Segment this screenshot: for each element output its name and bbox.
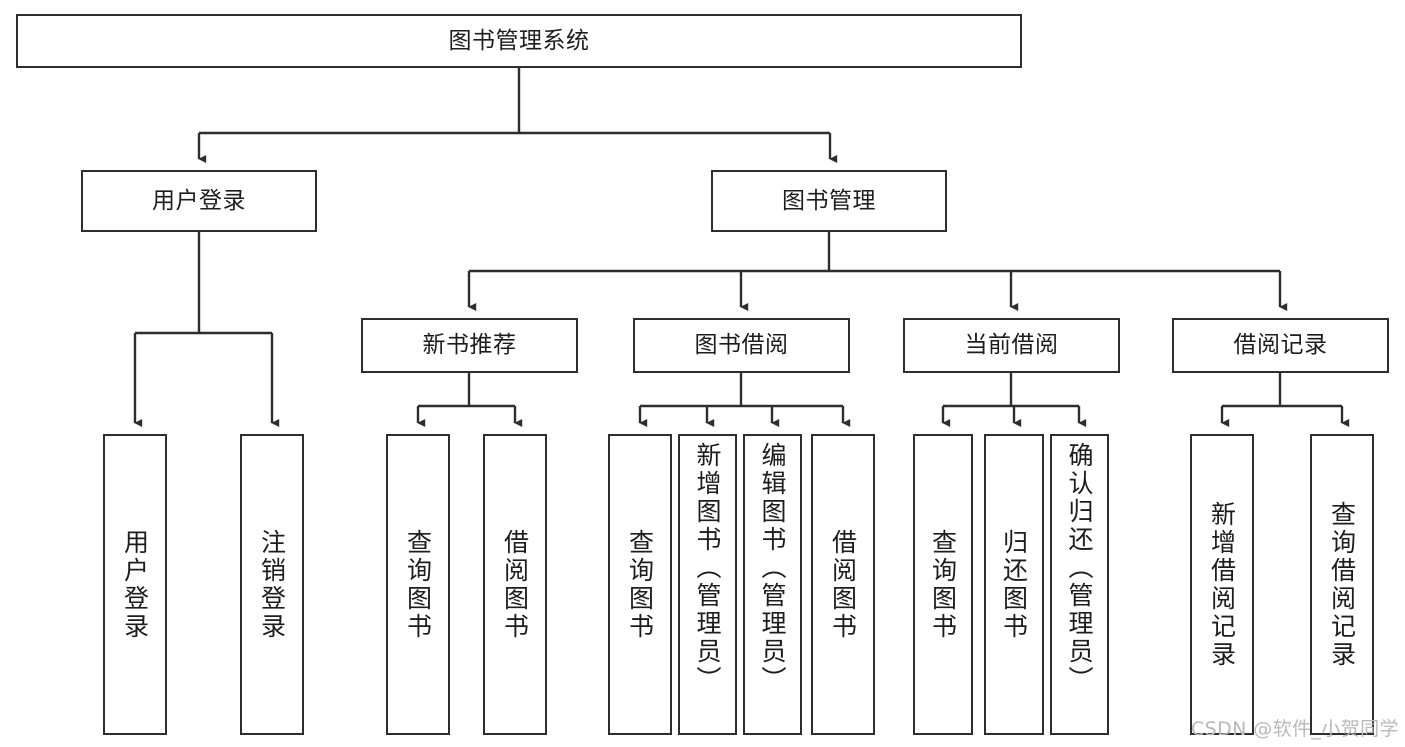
leaf-query-book-current-label: 查询图书 [928,528,958,641]
leaf-return-book-label: 归还图书 [999,528,1029,641]
leaf-logout[interactable]: 注销登录 [240,434,304,735]
leaf-return-book[interactable]: 归还图书 [984,434,1044,735]
node-user-login[interactable]: 用户登录 [81,170,317,232]
leaf-user-login-label: 用户登录 [120,528,150,641]
leaf-query-book-current[interactable]: 查询图书 [913,434,973,735]
leaf-confirm-return-admin-label: 确认归还（管理员） [1065,442,1094,694]
leaf-borrow-book-new[interactable]: 借阅图书 [483,434,547,735]
node-borrow-record[interactable]: 借阅记录 [1172,318,1389,373]
leaf-logout-label: 注销登录 [257,528,287,641]
node-current-borrow-label: 当前借阅 [964,332,1059,359]
leaf-query-book-new[interactable]: 查询图书 [386,434,450,735]
leaf-borrow-book[interactable]: 借阅图书 [811,434,875,735]
leaf-edit-book-admin[interactable]: 编辑图书（管理员） [743,434,802,735]
node-book-borrow[interactable]: 图书借阅 [633,318,850,373]
node-new-book-recommend[interactable]: 新书推荐 [361,318,578,373]
node-root[interactable]: 图书管理系统 [16,14,1022,68]
leaf-query-book-new-label: 查询图书 [403,528,433,641]
leaf-borrow-book-label: 借阅图书 [828,528,858,641]
csdn-watermark: CSDN @软件_小贺同学 [1191,718,1399,740]
node-book-management-label: 图书管理 [782,187,876,214]
leaf-user-login[interactable]: 用户登录 [103,434,167,735]
leaf-add-book-admin-label: 新增图书（管理员） [693,442,722,694]
node-user-login-label: 用户登录 [152,187,246,214]
leaf-confirm-return-admin[interactable]: 确认归还（管理员） [1050,434,1109,735]
node-book-borrow-label: 图书借阅 [694,332,789,359]
node-new-book-recommend-label: 新书推荐 [422,332,517,359]
leaf-add-borrow-record[interactable]: 新增借阅记录 [1190,434,1254,735]
node-borrow-record-label: 借阅记录 [1233,332,1328,359]
leaf-borrow-book-new-label: 借阅图书 [500,528,530,641]
leaf-query-book-borrow-label: 查询图书 [625,528,655,641]
leaf-query-borrow-record-label: 查询借阅记录 [1327,500,1357,669]
node-root-label: 图书管理系统 [448,27,590,54]
node-current-borrow[interactable]: 当前借阅 [903,318,1120,373]
leaf-edit-book-admin-label: 编辑图书（管理员） [758,442,787,694]
leaf-query-borrow-record[interactable]: 查询借阅记录 [1310,434,1374,735]
leaf-query-book-borrow[interactable]: 查询图书 [608,434,672,735]
leaf-add-borrow-record-label: 新增借阅记录 [1207,500,1237,669]
leaf-add-book-admin[interactable]: 新增图书（管理员） [678,434,737,735]
node-book-management[interactable]: 图书管理 [711,170,947,232]
